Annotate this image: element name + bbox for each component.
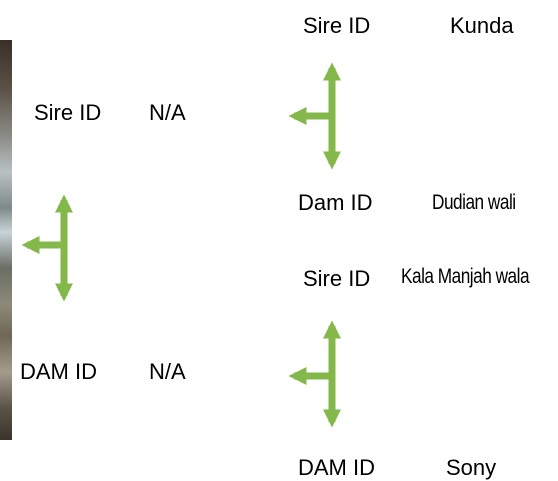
- sire-lineage-dam-label: Dam ID: [298, 190, 373, 215]
- cattle-photo-edge: [0, 40, 12, 440]
- sire-lineage-arrow: [288, 62, 342, 170]
- parent-sire-value: N/A: [149, 100, 186, 125]
- parent-dam-label: DAM ID: [20, 359, 97, 384]
- dam-lineage-dam-label: DAM ID: [298, 455, 375, 480]
- parent-sire-label: Sire ID: [34, 100, 102, 125]
- sire-lineage-sire-value: Kunda: [450, 13, 514, 38]
- sire-lineage-sire-label: Sire ID: [303, 13, 371, 38]
- dam-lineage-sire-value: Kala Manjah wala: [401, 265, 530, 288]
- dam-lineage-arrow: [288, 320, 342, 428]
- dam-lineage-dam-value: Sony: [446, 455, 497, 480]
- dam-lineage-sire-label: Sire ID: [303, 266, 371, 291]
- parent-dam-value: N/A: [149, 359, 186, 384]
- parent-arrow: [21, 194, 74, 302]
- sire-lineage-dam-value: Dudian wali: [432, 191, 516, 214]
